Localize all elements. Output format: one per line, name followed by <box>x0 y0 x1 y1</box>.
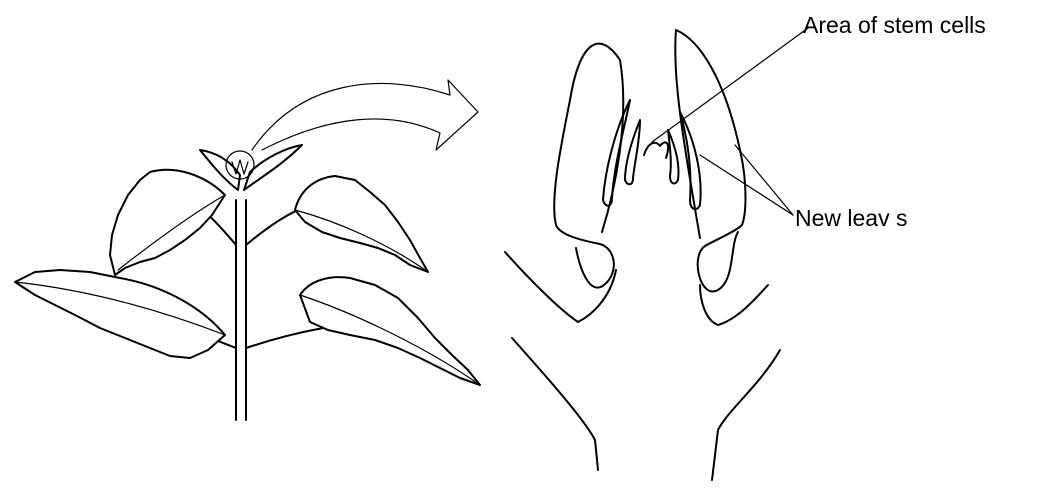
main-stem <box>236 200 246 420</box>
leaf-upper-right <box>295 176 428 272</box>
label-area-of-stem-cells: Area of stem cells <box>803 12 986 39</box>
stem-wall-right <box>712 350 780 480</box>
outer-leaf-right-inner-edge <box>675 30 700 238</box>
inner-leaf-right-2 <box>668 130 679 183</box>
inner-leaf-left-2 <box>625 120 640 184</box>
inner-leaf-left-1 <box>603 100 630 206</box>
plant-illustration <box>15 80 480 420</box>
outer-leaf-left <box>554 44 620 288</box>
shoot-apex <box>644 142 668 158</box>
stem-wall-left <box>512 338 598 470</box>
magnify-arrow-body <box>252 80 478 150</box>
leaf-lower-right <box>300 277 480 385</box>
leaf-lower-left <box>15 270 225 358</box>
leader-new-leaves-1 <box>700 155 793 215</box>
bud-leaf-right <box>244 145 302 190</box>
inner-leaf-right-1 <box>680 112 701 209</box>
label-new-leaves: New leav s <box>795 205 907 232</box>
leader-new-leaves-2 <box>735 145 793 215</box>
shoot-tip-section <box>505 28 808 480</box>
leaf-upper-left <box>110 170 225 275</box>
